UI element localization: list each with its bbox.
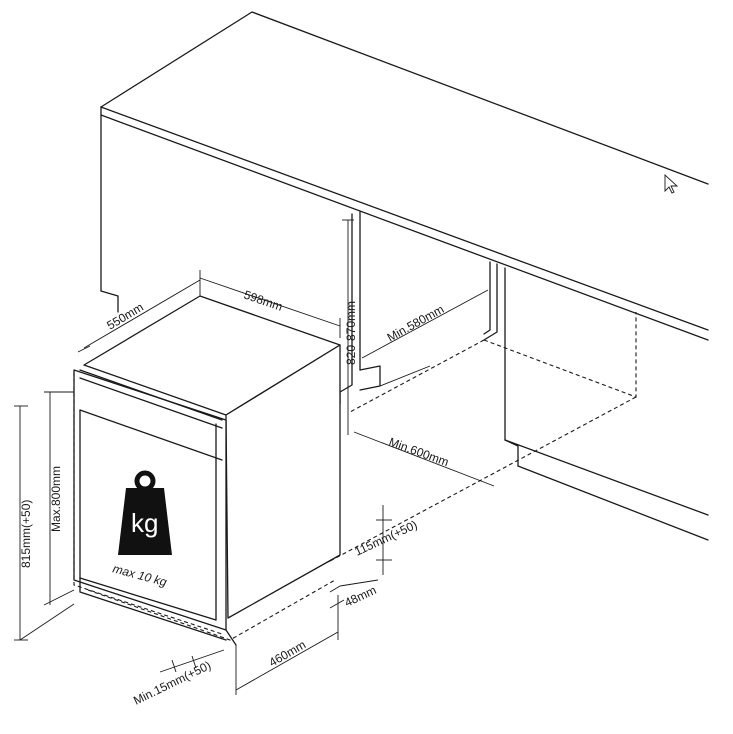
dimension-depth-460: 460mm [235, 595, 339, 695]
dimension-height-815: 815mm(+50) [14, 405, 75, 641]
label-815: 815mm(+50) [19, 500, 33, 568]
weight-icon: kg [118, 470, 172, 555]
label-min-600: Min.600mm [387, 435, 451, 470]
label-460: 460mm [267, 637, 309, 669]
dimension-gap-48: 48mm [329, 579, 378, 610]
label-min-580: Min.580mm [385, 302, 447, 345]
label-598: 598mm [242, 288, 284, 314]
label-115: 115mm(+50) [352, 518, 419, 559]
dimension-min-15: Min.15mm(+50) [131, 649, 225, 708]
label-820-870: 820-870mm [344, 301, 358, 365]
label-550: 550mm [104, 300, 146, 333]
label-48: 48mm [342, 583, 378, 610]
countertop [100, 11, 709, 541]
dimension-max-800: Max.800mm [43, 391, 75, 606]
dimension-niche-height: 820-870mm [342, 219, 358, 435]
dimension-plinth-115: 115mm(+50) [352, 505, 419, 575]
dishwasher [73, 295, 341, 646]
label-min-15: Min.15mm(+50) [131, 658, 213, 708]
dimension-min-600: Min.600mm [353, 431, 495, 487]
label-max-800: Max.800mm [49, 466, 63, 532]
weight-icon-text: kg [131, 508, 158, 538]
cursor-icon [664, 173, 679, 194]
